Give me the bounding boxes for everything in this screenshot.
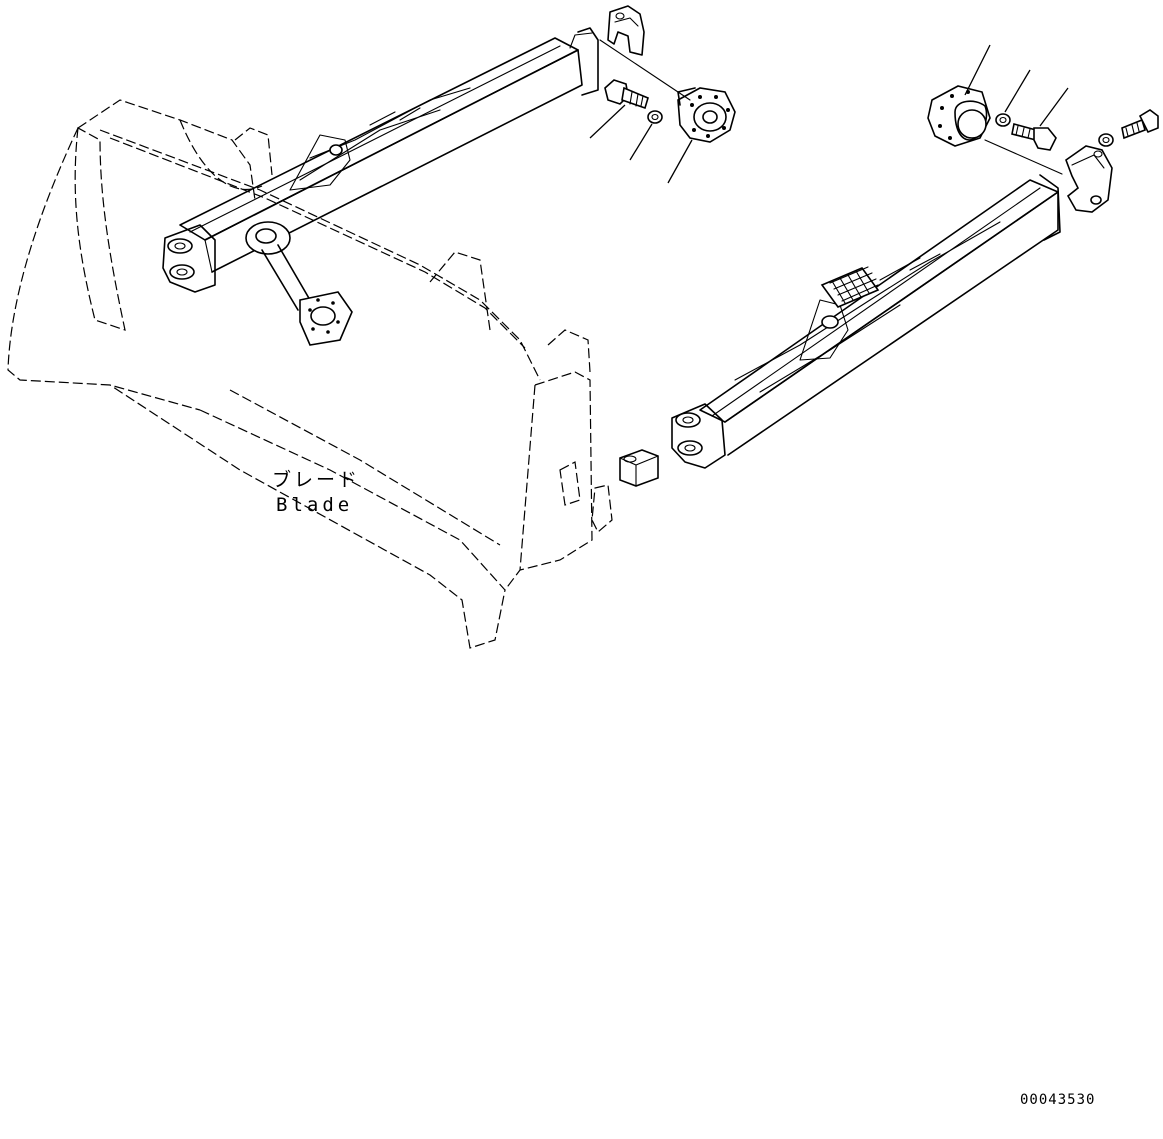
right-washer (995, 113, 1011, 127)
right-washer-2 (1098, 133, 1114, 147)
right-arm (671, 174, 1061, 469)
right-bolt-1 (1011, 123, 1057, 151)
leader-right-flange (964, 44, 991, 96)
leader-left-bolt (589, 104, 626, 139)
blade-label-japanese: ブレード (272, 469, 361, 491)
left-flange (677, 87, 736, 143)
spacer-block (619, 449, 659, 487)
right-cap (1065, 145, 1113, 213)
left-arm (162, 27, 599, 346)
left-assembly-axis (599, 39, 691, 101)
right-bolt-2 (1121, 109, 1159, 140)
left-washer (647, 110, 663, 124)
left-bolt (604, 79, 649, 110)
right-flange (927, 85, 991, 147)
leader-left-flange (667, 139, 693, 184)
left-cap (607, 5, 645, 56)
leader-left-washer (629, 123, 653, 161)
leader-right-bolt (1039, 87, 1069, 127)
right-assembly-axis (984, 139, 1063, 175)
drawing-number: 00043530 (1020, 1092, 1096, 1108)
leader-right-washer (1004, 69, 1031, 113)
blade-label-english: Blade (276, 494, 354, 516)
left-ball-joint (245, 221, 353, 346)
blade-outline (7, 99, 613, 649)
step-pad (820, 266, 880, 308)
